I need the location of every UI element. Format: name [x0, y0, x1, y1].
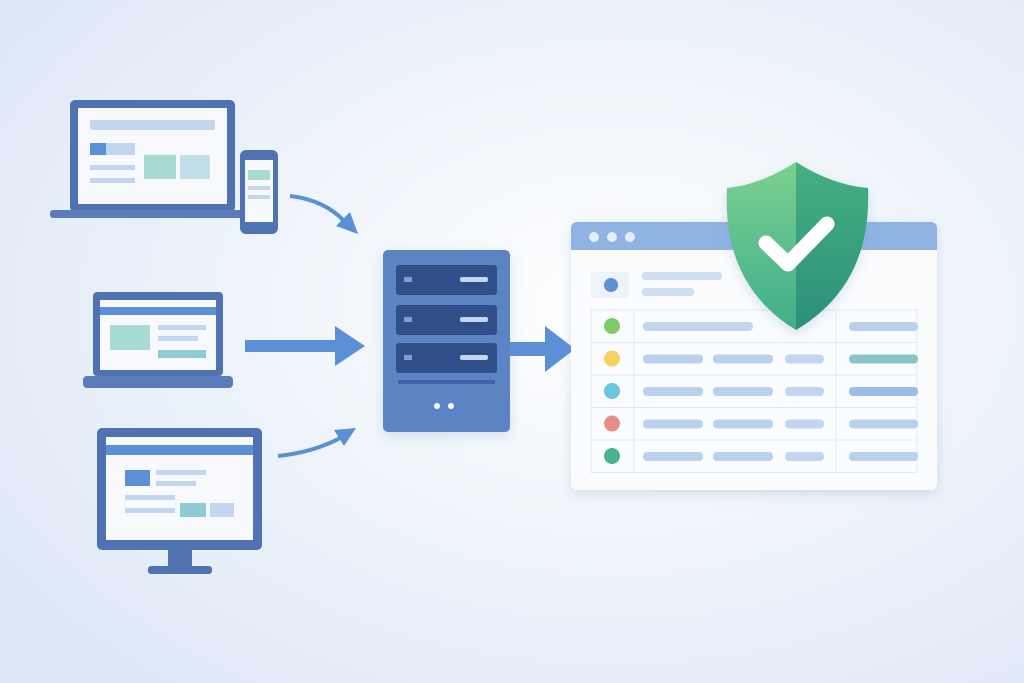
monitor-icon	[97, 428, 262, 574]
cell-placeholder	[643, 322, 753, 331]
status-dot	[604, 448, 620, 464]
window-dot	[589, 232, 599, 242]
avatar	[604, 278, 618, 292]
laptop-icon	[83, 292, 233, 388]
status-dot	[604, 383, 620, 399]
cell-placeholder	[849, 354, 918, 364]
status-dot	[604, 318, 620, 334]
shield-check-icon	[726, 162, 869, 330]
status-dot	[604, 415, 620, 432]
cell-placeholder	[849, 322, 918, 331]
window-dot	[607, 232, 617, 242]
cell-placeholder	[785, 452, 824, 461]
cell-placeholder	[849, 452, 918, 461]
cell-placeholder	[713, 419, 773, 429]
arrow-shaft	[510, 342, 550, 356]
laptop-icon	[50, 100, 250, 218]
cell-placeholder	[785, 354, 824, 364]
cell-placeholder	[643, 452, 703, 461]
arrow-right-icon	[545, 326, 575, 372]
cell-placeholder	[713, 387, 773, 396]
smartphone-icon	[240, 150, 278, 234]
status-dot	[604, 350, 620, 367]
cell-placeholder	[785, 387, 824, 396]
arrow-right-icon	[277, 435, 343, 458]
cell-placeholder	[713, 452, 773, 461]
cell-placeholder	[713, 354, 773, 364]
cell-placeholder	[643, 419, 703, 429]
server-icon	[383, 250, 510, 432]
arrow-head	[334, 428, 356, 446]
arrow-right-icon	[289, 194, 347, 224]
arrow-right-icon	[335, 326, 365, 366]
cell-placeholder	[643, 354, 703, 364]
cell-placeholder	[785, 419, 824, 429]
cell-placeholder	[849, 387, 918, 396]
cell-placeholder	[643, 387, 703, 396]
table-rows	[590, 309, 918, 473]
arrow-shaft	[245, 340, 345, 352]
arrow-head	[336, 212, 358, 234]
window-dot	[625, 232, 635, 242]
cell-placeholder	[849, 419, 918, 429]
